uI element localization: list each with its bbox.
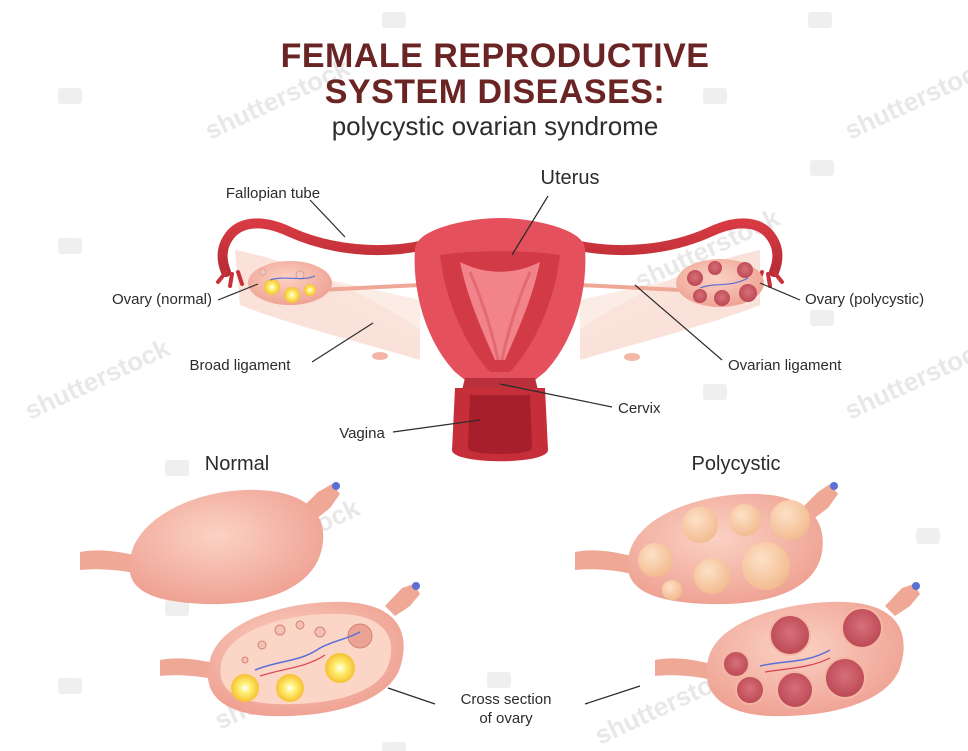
- label-broad-ligament: Broad ligament: [190, 357, 292, 374]
- label-uterus: Uterus: [541, 167, 600, 189]
- label-cross-section-line2: of ovary: [479, 710, 533, 727]
- label-cross-section-line1: Cross section: [461, 691, 552, 708]
- label-ovary-normal: Ovary (normal): [112, 291, 212, 308]
- watermark-text: shutterstock: [840, 52, 968, 145]
- label-ovary-polycystic: Ovary (polycystic): [805, 291, 924, 308]
- title-line-1: FEMALE REPRODUCTIVE: [281, 37, 710, 75]
- ovary-normal-whole: [80, 482, 340, 604]
- title-line-2: SYSTEM DISEASES:: [325, 73, 666, 111]
- ovary-polycystic-small: [676, 259, 764, 307]
- ovary-normal-small: [248, 261, 332, 305]
- round-ligament-left: [372, 352, 388, 360]
- label-ovarian-ligament: Ovarian ligament: [728, 357, 842, 374]
- subtitle: polycystic ovarian syndrome: [332, 111, 659, 141]
- label-fallopian-tube: Fallopian tube: [226, 185, 320, 202]
- round-ligament-right: [624, 353, 640, 361]
- label-cervix: Cervix: [618, 400, 661, 417]
- panel-heading-normal: Normal: [205, 453, 269, 475]
- leader-cross-left: [388, 688, 435, 704]
- watermark-text: shutterstock: [20, 332, 175, 425]
- watermark-text: shutterstock: [840, 332, 968, 425]
- label-vagina: Vagina: [339, 425, 385, 442]
- leader-cross-right: [585, 686, 640, 704]
- ovary-polycystic-whole: [575, 482, 838, 604]
- panel-heading-polycystic: Polycystic: [692, 453, 781, 475]
